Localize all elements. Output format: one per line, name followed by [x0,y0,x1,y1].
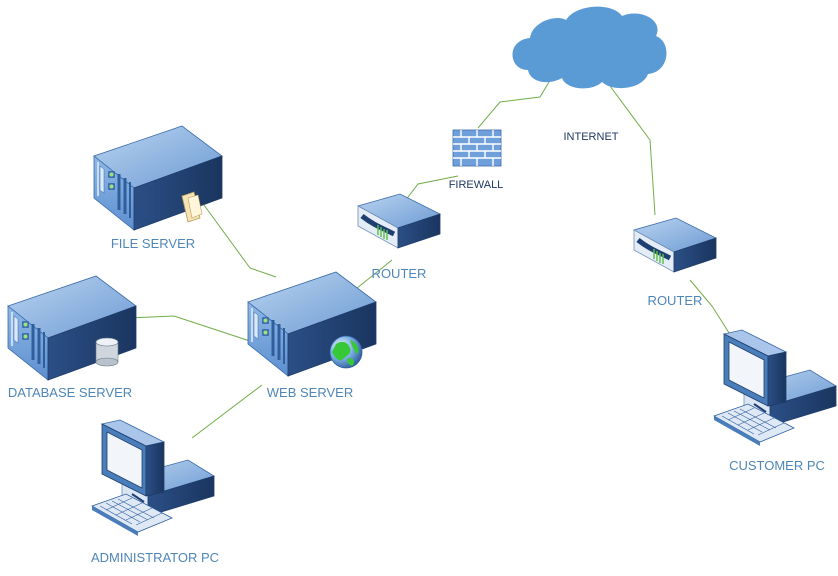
cloud-icon [512,6,667,89]
web-server-icon [246,270,378,378]
router-icon-left [358,194,440,248]
connector-admin-web [191,384,263,439]
database-server-label: DATABASE SERVER [7,385,133,400]
file-server-icon [92,124,224,232]
internet-label: INTERNET [563,131,619,143]
firewall-label: FIREWALL [448,179,504,191]
router-left-label: ROUTER [371,266,427,281]
connector-firewall-internet [477,76,553,129]
file-server-label: FILE SERVER [110,236,196,251]
database-server-icon [6,274,138,382]
customer-pc-icon [713,329,837,447]
connector-file-web [203,204,251,269]
customer-pc-label: CUSTOMER PC [729,458,825,473]
connector-file-web-2 [249,267,277,278]
router-icon-right [634,218,716,272]
globe-icon [329,335,363,369]
firewall-icon [452,129,502,167]
router-right-label: ROUTER [647,293,703,308]
admin-pc-icon [91,419,215,537]
administrator-pc-label: ADMINISTRATOR PC [90,550,220,565]
connector-internet-router [609,85,656,216]
connector-db-web [127,315,263,346]
web-server-label: WEB SERVER [266,385,354,400]
